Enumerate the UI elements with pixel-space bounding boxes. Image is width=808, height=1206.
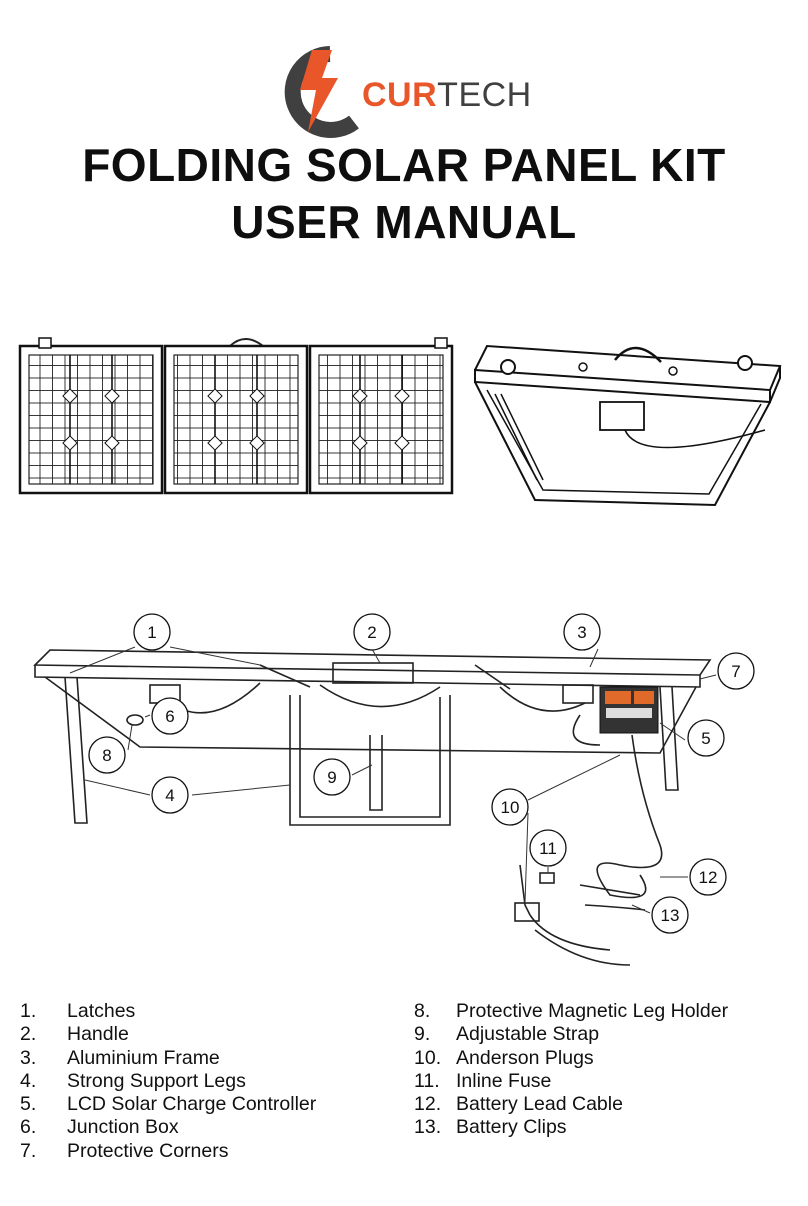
item-label: Adjustable Strap <box>456 1023 600 1046</box>
svg-text:6: 6 <box>165 707 174 726</box>
list-item: 9. Adjustable Strap <box>414 1023 728 1046</box>
svg-text:10: 10 <box>501 798 520 817</box>
callout-layer: 1 2 3 4 5 6 7 8 9 10 11 12 13 <box>88 613 755 934</box>
svg-text:7: 7 <box>731 662 740 681</box>
parts-list-right: 8. Protective Magnetic Leg Holder 9. Adjus… <box>414 1000 728 1140</box>
callout-7: 7 <box>717 652 755 690</box>
svg-text:CURTECH: CURTECH <box>362 76 532 114</box>
folded-case-illustration <box>474 344 782 507</box>
item-number: 4. <box>20 1069 37 1092</box>
parts-list-left: 1. Latches 2. Handle 3. Aluminium Frame 4. S… <box>20 1000 316 1163</box>
item-label: Aluminium Frame <box>67 1046 220 1069</box>
brand-accent: CUR <box>362 76 437 114</box>
list-item: 11. Inline Fuse <box>414 1070 728 1093</box>
svg-text:12: 12 <box>699 868 718 887</box>
title-line-2: USER MANUAL <box>231 196 577 248</box>
item-label: Strong Support Legs <box>67 1069 246 1092</box>
item-label: LCD Solar Charge Controller <box>67 1093 317 1116</box>
svg-text:1: 1 <box>147 623 156 642</box>
charge-controller-icon <box>599 686 659 734</box>
svg-text:4: 4 <box>165 786 174 805</box>
item-label: Latches <box>67 1000 136 1022</box>
item-label: Battery Lead Cable <box>456 1093 623 1116</box>
item-number: 12. <box>414 1093 442 1116</box>
item-label: Junction Box <box>67 1116 179 1139</box>
callout-10: 10 <box>491 788 529 826</box>
list-item: 7. Protective Corners <box>20 1140 316 1163</box>
callout-8: 8 <box>88 736 126 774</box>
list-item: 3. Aluminium Frame <box>20 1047 316 1070</box>
curtech-emblem-icon <box>284 46 359 138</box>
callout-12: 12 <box>689 858 727 896</box>
item-number: 6. <box>20 1116 37 1139</box>
panel-middle <box>163 344 309 495</box>
callout-3: 3 <box>563 613 601 651</box>
parts-diagram <box>33 646 717 966</box>
item-number: 8. <box>414 1000 431 1022</box>
item-number: 1. <box>20 1000 37 1022</box>
panel-right <box>308 344 454 495</box>
callout-5: 5 <box>687 719 725 757</box>
title-line-1: FOLDING SOLAR PANEL KIT <box>82 139 726 191</box>
item-label: Handle <box>67 1023 129 1046</box>
item-number: 2. <box>20 1023 37 1046</box>
list-item: 6. Junction Box <box>20 1116 316 1139</box>
callout-13: 13 <box>651 896 689 934</box>
svg-text:5: 5 <box>701 729 710 748</box>
item-label: Anderson Plugs <box>456 1046 594 1069</box>
panel-left <box>18 344 164 495</box>
list-item: 12. Battery Lead Cable <box>414 1093 728 1116</box>
list-item: 4. Strong Support Legs <box>20 1070 316 1093</box>
callout-2: 2 <box>353 613 391 651</box>
item-number: 5. <box>20 1093 37 1116</box>
curtech-logo: CURTECH <box>284 46 532 138</box>
svg-text:9: 9 <box>327 768 336 787</box>
item-label: Inline Fuse <box>456 1069 552 1092</box>
svg-text:3: 3 <box>577 623 586 642</box>
item-label: Battery Clips <box>456 1116 567 1139</box>
unfolded-panels-illustration <box>18 337 454 495</box>
svg-text:13: 13 <box>661 906 680 925</box>
callout-4: 4 <box>151 776 189 814</box>
list-item: 1. Latches <box>20 1000 316 1023</box>
item-number: 13. <box>414 1116 442 1139</box>
item-number: 10. <box>414 1046 442 1069</box>
item-number: 11. <box>414 1069 440 1092</box>
item-number: 9. <box>414 1023 431 1046</box>
list-item: 5. LCD Solar Charge Controller <box>20 1093 316 1116</box>
list-item: 10. Anderson Plugs <box>414 1047 728 1070</box>
list-item: 13. Battery Clips <box>414 1116 728 1139</box>
callout-6: 6 <box>151 697 189 735</box>
item-label: Protective Magnetic Leg Holder <box>456 1000 729 1022</box>
brand-rest: TECH <box>437 76 532 114</box>
list-item: 2. Handle <box>20 1023 316 1046</box>
callout-11: 11 <box>529 829 567 867</box>
svg-text:11: 11 <box>539 839 557 858</box>
item-label: Protective Corners <box>67 1139 229 1162</box>
svg-text:8: 8 <box>102 746 111 765</box>
callout-9: 9 <box>313 758 351 796</box>
callout-1: 1 <box>133 613 171 651</box>
svg-text:2: 2 <box>367 623 376 642</box>
item-number: 7. <box>20 1139 37 1162</box>
list-item: 8. Protective Magnetic Leg Holder <box>414 1000 728 1023</box>
item-number: 3. <box>20 1046 37 1069</box>
